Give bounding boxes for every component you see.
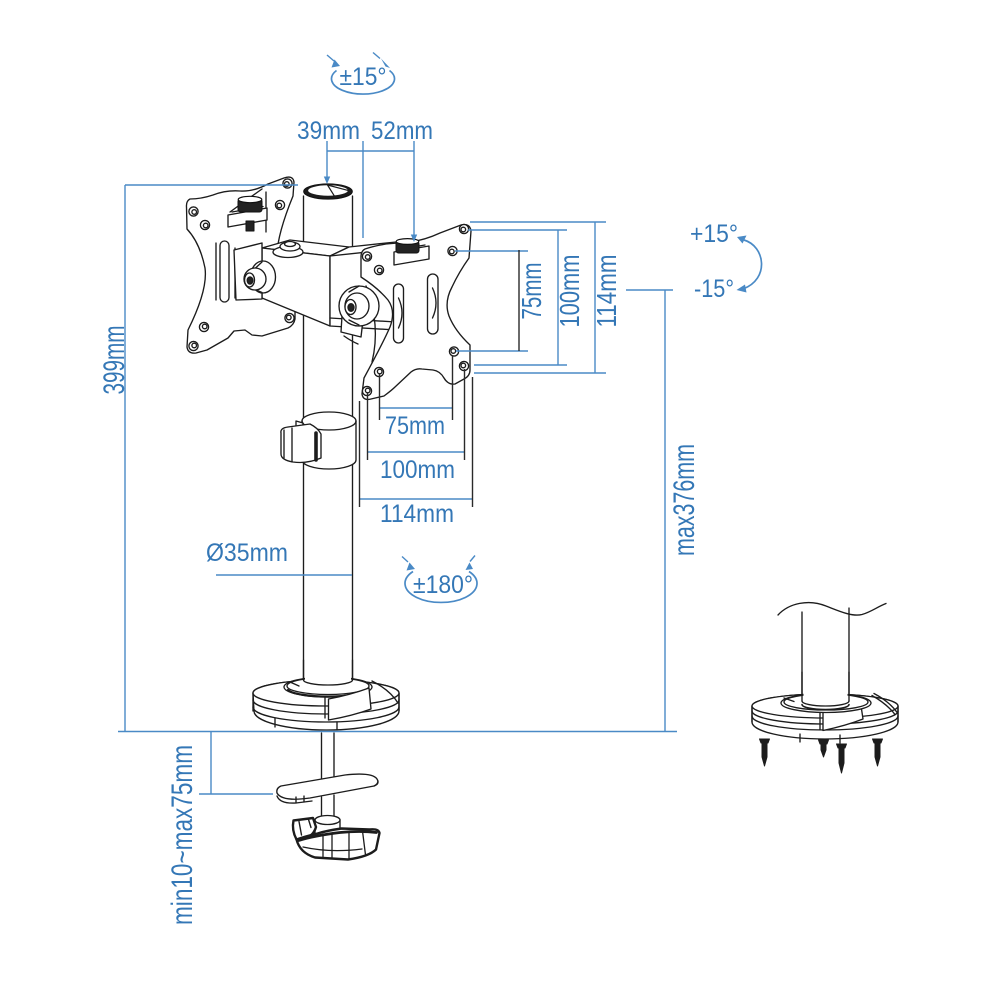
svg-text:-15°: -15° [694, 275, 734, 303]
svg-text:399mm: 399mm [98, 326, 131, 395]
svg-text:max376mm: max376mm [668, 444, 701, 556]
svg-text:+15°: +15° [690, 220, 738, 248]
svg-text:100mm: 100mm [380, 456, 455, 484]
svg-text:±180°: ±180° [413, 571, 473, 599]
svg-text:39mm: 39mm [297, 117, 360, 145]
svg-text:min10~max75mm: min10~max75mm [166, 745, 199, 925]
svg-text:75mm: 75mm [385, 412, 445, 440]
svg-text:100mm: 100mm [554, 255, 585, 328]
svg-text:52mm: 52mm [371, 117, 433, 145]
svg-text:Ø35mm: Ø35mm [206, 539, 288, 567]
svg-text:114mm: 114mm [380, 500, 454, 528]
svg-text:±15°: ±15° [340, 63, 387, 91]
svg-text:75mm: 75mm [516, 263, 547, 320]
svg-text:114mm: 114mm [591, 255, 622, 328]
